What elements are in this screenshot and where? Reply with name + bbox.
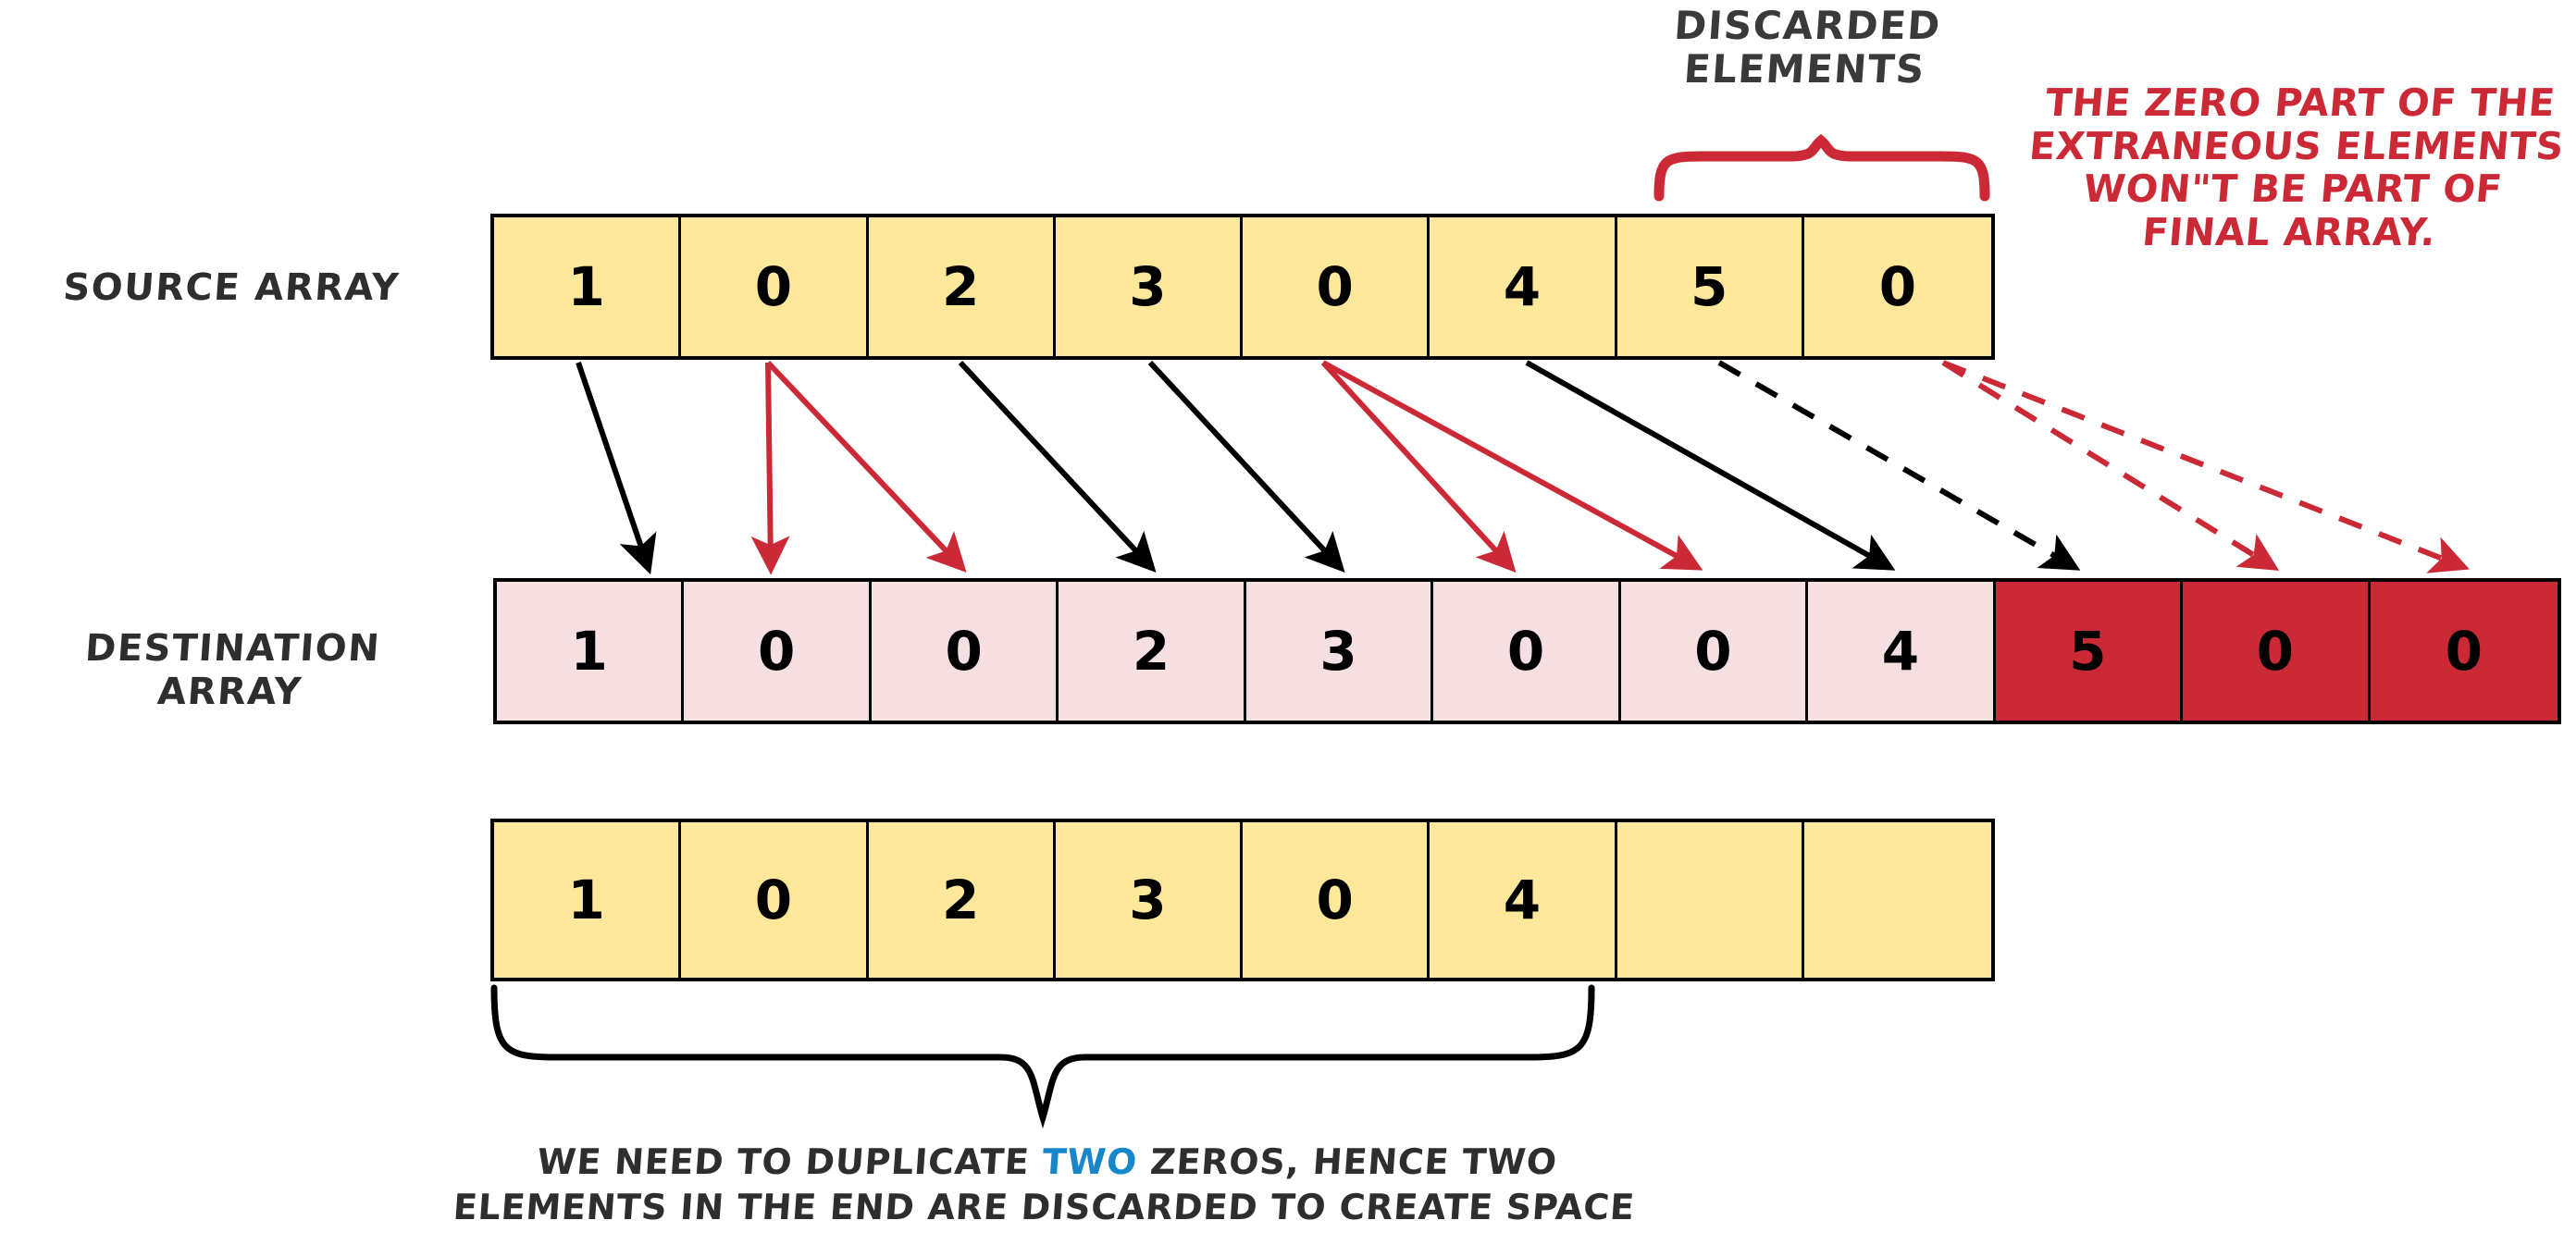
source-array-cell-3: 3 (1055, 217, 1243, 356)
caption-text-1: WE NEED TO DUPLICATE (536, 1141, 1045, 1182)
source-array-cell-7: 0 (1803, 217, 1991, 356)
destination-array-cell-6: 0 (1620, 582, 1809, 721)
red-note-line2: EXTRANEOUS ELEMENTS (2027, 123, 2566, 168)
destination-array-cell-5: 0 (1433, 582, 1621, 721)
final-array-cell-5: 4 (1430, 822, 1617, 978)
bottom-caption-line1: WE NEED TO DUPLICATE TWO ZEROS, HENCE TW… (398, 1140, 1696, 1185)
caption-text-2: ZEROS, HENCE TWO (1135, 1141, 1559, 1182)
final-array-cell-1: 0 (681, 822, 869, 978)
final-array-cell-0: 1 (494, 822, 682, 978)
arrow-s4-d6 (1321, 360, 1703, 571)
discarded-elements-brace (1653, 133, 1990, 202)
arrow-s7-d9 (1941, 360, 2280, 572)
destination-array-label: DESTINATION ARRAY (6, 627, 457, 714)
discarded-label-line1: DISCARDED (1672, 3, 1943, 48)
arrow-s3-d4 (1147, 360, 1345, 573)
red-note-line3: WON"T BE PART OF (2081, 166, 2505, 212)
destination-array-cell-4: 3 (1245, 582, 1434, 721)
source-array-cell-0: 1 (494, 217, 682, 356)
bottom-caption-line2: ELEMENTS IN THE END ARE DISCARDED TO CRE… (452, 1187, 1637, 1228)
mapping-arrows (576, 360, 2470, 575)
arrow-s1-d2 (765, 360, 967, 573)
discarded-elements-label: DISCARDED ELEMENTS (1609, 3, 2004, 92)
final-array-cell-4: 0 (1243, 822, 1430, 978)
arrow-s1-d1 (750, 362, 790, 575)
final-array-cell-7 (1803, 822, 1991, 978)
final-array-cell-3: 3 (1055, 822, 1243, 978)
source-array-label: SOURCE ARRAY (61, 266, 402, 309)
source-array-cell-4: 0 (1243, 217, 1430, 356)
destination-array-cell-8: 5 (1995, 582, 2184, 721)
duplicate-zeros-brace (490, 984, 1595, 1129)
bottom-caption: WE NEED TO DUPLICATE TWO ZEROS, HENCE TW… (395, 1140, 1697, 1231)
arrow-s4-d5 (1320, 360, 1517, 573)
destination-array-label-line1: DESTINATION (83, 627, 382, 670)
caption-highlight-two: TWO (1041, 1141, 1139, 1182)
destination-array-cell-9: 0 (2183, 582, 2371, 721)
red-annotation-note: THE ZERO PART OF THE EXTRANEOUS ELEMENTS… (2010, 80, 2576, 255)
destination-array-cell-10: 0 (2370, 582, 2557, 721)
source-array-cell-2: 2 (868, 217, 1056, 356)
arrow-s0-d0 (576, 362, 657, 575)
destination-array-cell-7: 4 (1808, 582, 1996, 721)
source-array-cell-1: 0 (681, 217, 869, 356)
red-note-line1: THE ZERO PART OF THE (2043, 80, 2557, 125)
source-array-cell-6: 5 (1616, 217, 1804, 356)
destination-array-cell-2: 0 (871, 582, 1059, 721)
destination-array-cell-0: 1 (497, 582, 685, 721)
final-array-cell-2: 2 (868, 822, 1056, 978)
discarded-label-line2: ELEMENTS (1682, 46, 1927, 92)
arrow-s5-d7 (1525, 360, 1896, 571)
destination-array-cell-1: 0 (684, 582, 872, 721)
destination-array-cell-3: 2 (1059, 582, 1246, 721)
arrow-s6-d8 (1717, 360, 2081, 571)
source-array-cell-5: 4 (1430, 217, 1617, 356)
arrow-s2-d3 (958, 360, 1157, 573)
final-array-cell-6 (1616, 822, 1804, 978)
red-note-line4: FINAL ARRAY. (2140, 210, 2438, 255)
destination-array-label-line2: ARRAY (155, 671, 304, 714)
arrow-s7-d10 (1941, 360, 2470, 573)
